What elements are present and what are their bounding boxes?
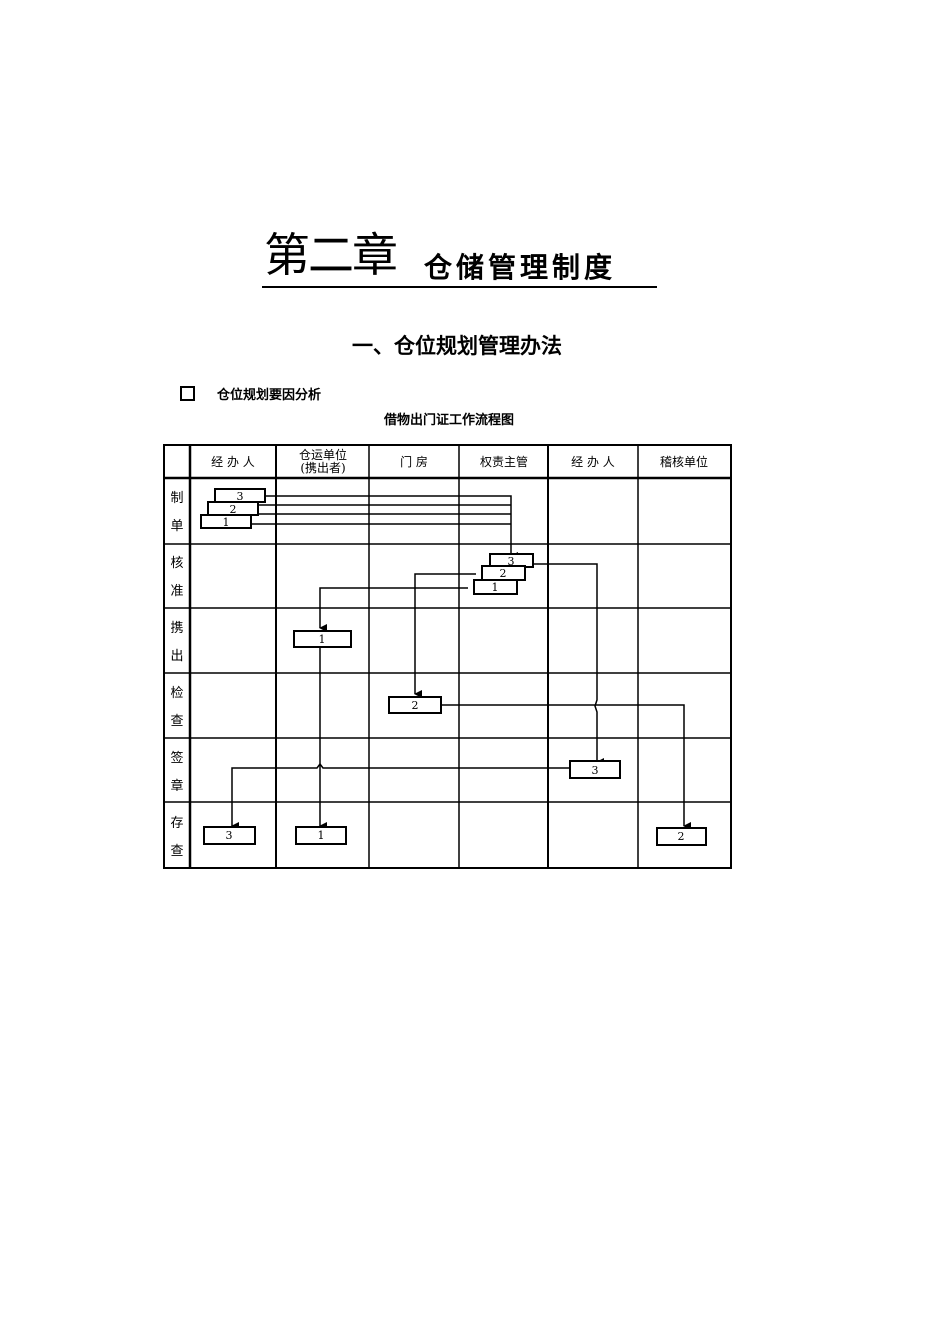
flowchart: 经 办 人 仓运单位 (携出者) 门 房 权责主管 经 办 人 稽核单位 制 单… bbox=[163, 444, 735, 878]
box-label: 3 bbox=[592, 764, 599, 777]
column-header: (携出者) bbox=[300, 460, 345, 475]
column-header: 经 办 人 bbox=[211, 454, 255, 469]
column-header: 经 办 人 bbox=[571, 454, 615, 469]
chapter-name: 仓储管理制度 bbox=[424, 251, 617, 284]
connector-lines bbox=[231, 495, 691, 830]
row-label: 核 bbox=[170, 556, 183, 571]
row-label: 制 bbox=[170, 491, 183, 506]
row-label: 签 bbox=[170, 750, 183, 766]
box-labels: 3 2 1 3 2 1 1 2 3 3 1 2 bbox=[223, 490, 685, 843]
form-copy-box bbox=[656, 827, 707, 846]
box-label: 3 bbox=[508, 555, 515, 568]
box-label: 1 bbox=[492, 581, 499, 594]
subsection-title: 仓位规划要因分析 bbox=[217, 388, 322, 403]
box-label: 1 bbox=[318, 829, 325, 842]
row-label: 存 bbox=[170, 816, 183, 831]
form-copy-box bbox=[388, 696, 442, 714]
row-label: 单 bbox=[170, 519, 183, 534]
chapter-number: 第二章 bbox=[264, 228, 398, 282]
flowchart-title: 借物出门证工作流程图 bbox=[384, 413, 515, 428]
flow-boxes bbox=[200, 488, 707, 846]
column-header: 稽核单位 bbox=[660, 454, 708, 469]
box-label: 2 bbox=[678, 830, 685, 843]
subsection-heading: 仓位规划要因分析 bbox=[180, 384, 321, 403]
box-label: 3 bbox=[237, 490, 244, 503]
box-label: 1 bbox=[319, 633, 326, 646]
form-copy-box bbox=[569, 760, 621, 779]
row-label: 查 bbox=[170, 714, 183, 729]
section-title: 一、仓位规划管理办法 bbox=[352, 334, 562, 358]
row-label: 出 bbox=[170, 649, 183, 664]
form-copy-box bbox=[473, 579, 518, 595]
row-label: 准 bbox=[170, 584, 183, 599]
form-copy-box bbox=[295, 826, 347, 845]
row-labels: 制 单 核 准 携 出 检 查 签 章 存 查 bbox=[170, 491, 183, 859]
box-label: 2 bbox=[412, 699, 419, 712]
row-label: 查 bbox=[170, 844, 183, 859]
column-headers: 经 办 人 仓运单位 (携出者) 门 房 权责主管 经 办 人 稽核单位 bbox=[211, 447, 708, 475]
form-copy-box bbox=[200, 514, 252, 529]
chapter-heading: 第二章 仓储管理制度 bbox=[262, 228, 657, 288]
form-copy-box bbox=[293, 630, 352, 648]
empty-square-icon bbox=[180, 386, 195, 401]
column-header: 门 房 bbox=[400, 454, 428, 469]
box-label: 3 bbox=[226, 829, 233, 842]
box-label: 2 bbox=[500, 567, 507, 580]
row-label: 章 bbox=[170, 778, 183, 794]
column-header: 权责主管 bbox=[480, 454, 528, 469]
column-header: 仓运单位 bbox=[299, 447, 347, 462]
box-label: 1 bbox=[223, 516, 230, 529]
row-label: 检 bbox=[170, 686, 183, 701]
form-copy-box bbox=[203, 826, 256, 845]
box-label: 2 bbox=[230, 503, 237, 516]
row-label: 携 bbox=[170, 620, 183, 636]
